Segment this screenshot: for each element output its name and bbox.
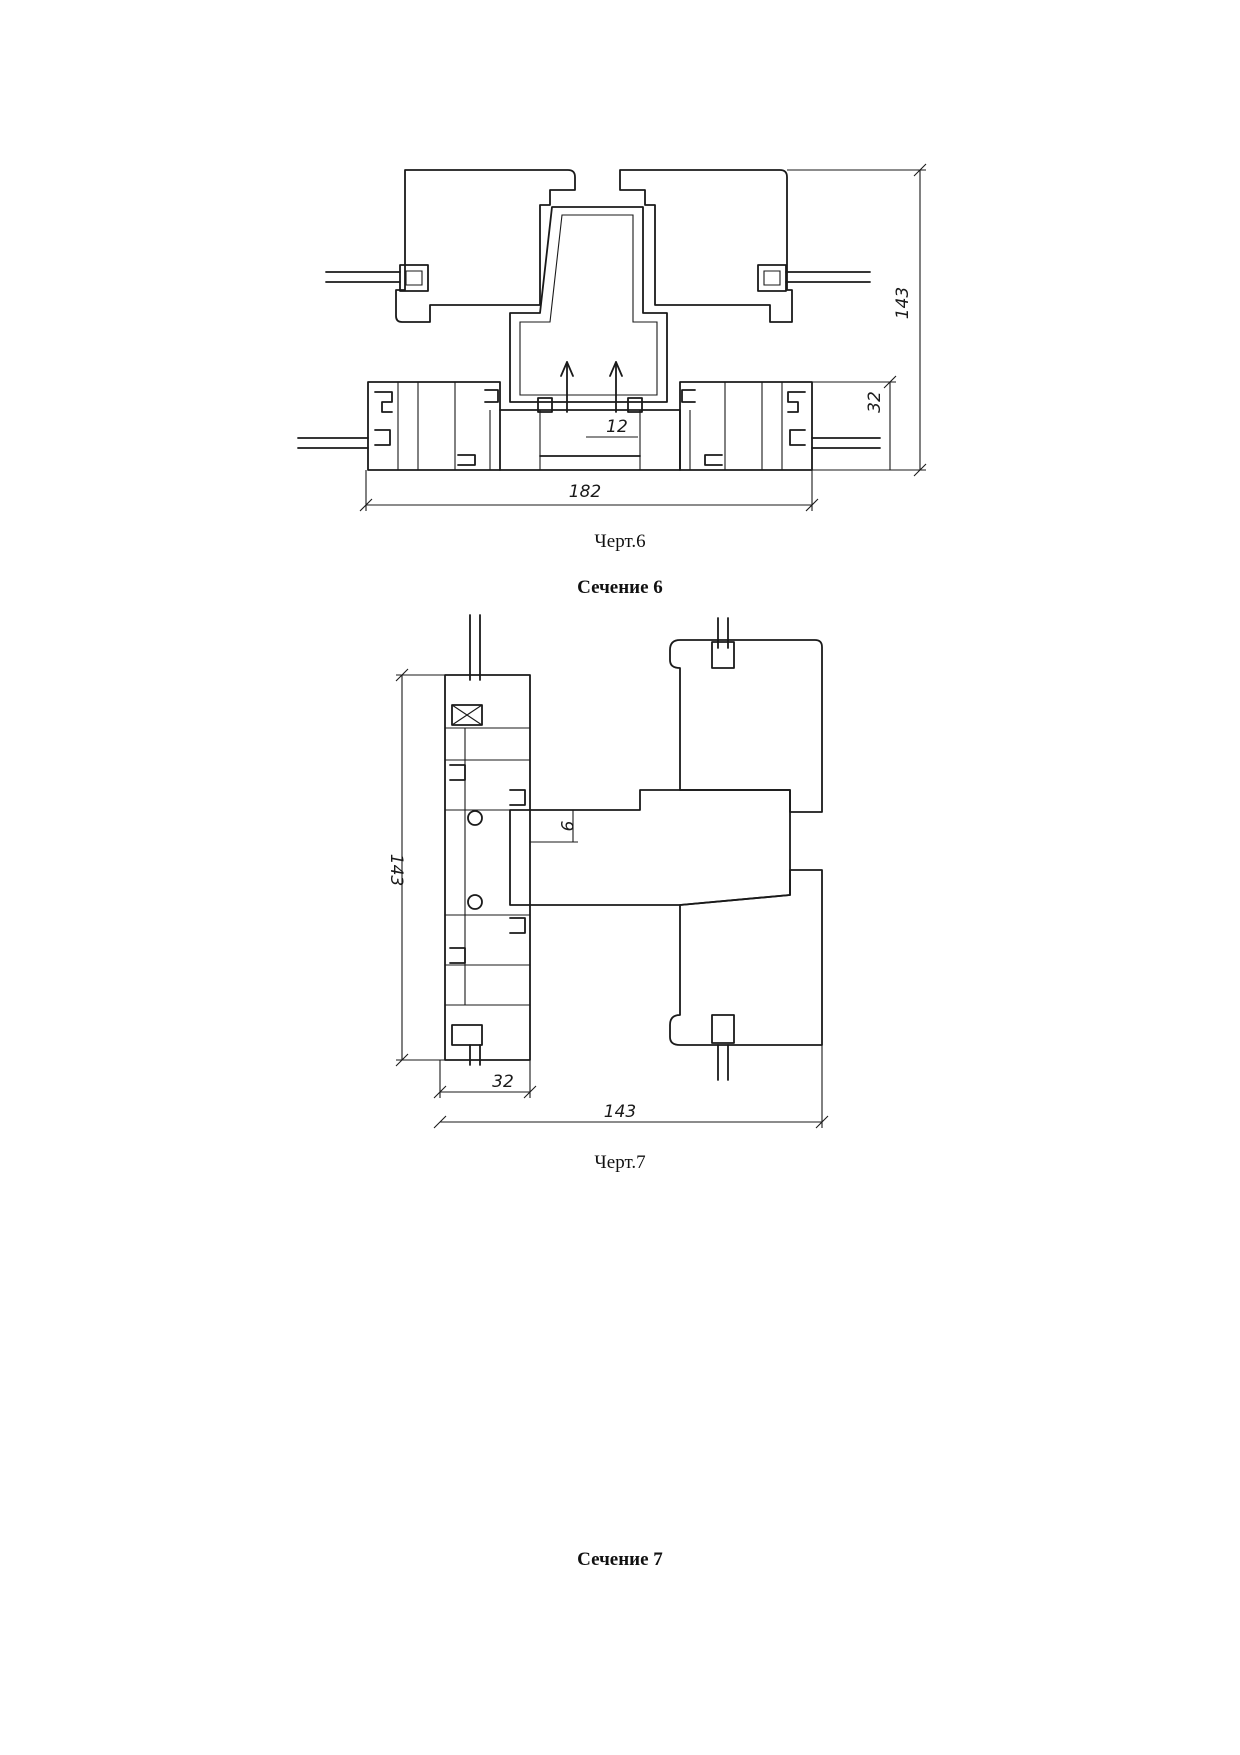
dim7-32-tick-left [434,1086,446,1098]
dim-profile-depth-6: 32 [865,391,885,413]
right-glass-seal-inner [764,271,780,285]
left-glass-seal [400,265,428,291]
frame7-clip-2 [510,790,525,805]
dim7-143v-tick-top [396,669,408,681]
drawing-cherk-7: 143 9 32 143 [386,0,1240,1150]
dim-182-tick-right [806,499,818,511]
dim-143-tick-bottom [914,464,926,476]
mullion-inner [520,215,657,395]
figure-caption-6: Черт.6 [594,531,646,552]
frame7-clip-1 [450,765,465,780]
dim7-32-tick-right [524,1086,536,1098]
frame-right-clip-4 [682,390,695,402]
frame7-top-seal [452,705,482,725]
dim-profile-depth-7: 32 [492,1072,514,1092]
left-glass-seal-inner [406,271,422,285]
right-sash-outline [620,170,792,322]
frame-right-clip-2 [790,430,805,445]
mullion7-outline [510,790,790,905]
lower-sash7-outline [670,870,822,1045]
dim-32-tick [884,376,896,388]
frame-right-clip-1 [788,392,805,412]
frame7-clip-3 [510,918,525,933]
dim-gap-7: 9 [556,821,576,832]
frame7-bottom-seal [452,1025,482,1045]
section-title-6: Сечение 6 [577,577,663,598]
dim-143-tick-top [914,164,926,176]
dim-total-height-7: 143 [386,854,406,886]
section-title-7: Сечение 7 [577,1549,663,1570]
mullion-seal-left [538,398,552,412]
frame-left-clip-2 [375,430,390,445]
upper-sash7-seal [712,642,734,668]
frame7-outline [445,675,530,1060]
frame7-clip-4 [450,948,465,963]
dim-182-tick-left [360,499,372,511]
frame7-fastener-2 [468,895,482,909]
figure-caption-7: Черт.7 [594,1152,646,1173]
lower-sash7-seal [712,1015,734,1043]
frame-right-clip-3 [705,455,722,465]
mullion-seal-right [628,398,642,412]
dim7-143v-tick-bottom [396,1054,408,1066]
frame-left-clip-1 [375,392,392,412]
frame-left-clip-4 [485,390,498,402]
arrow-left-head [561,362,573,376]
right-glass-seal [758,265,786,291]
frame-left-clip-3 [458,455,475,465]
dim7-143h-tick-right [816,1116,828,1128]
upper-sash7-outline [670,640,822,812]
drawing-cherk-6: 143 32 12 182 [0,0,1240,540]
dim-total-height-6: 143 [893,287,913,319]
dim7-143h-tick-left [434,1116,446,1128]
dim-total-width-7: 143 [604,1102,636,1122]
mullion-outline [510,207,667,402]
frame7-fastener-1 [468,811,482,825]
dim-total-width-6: 182 [569,482,601,502]
dim-gap-6: 12 [606,417,628,437]
arrow-right-head [610,362,622,376]
frame7-top-seal-cross [452,705,482,725]
